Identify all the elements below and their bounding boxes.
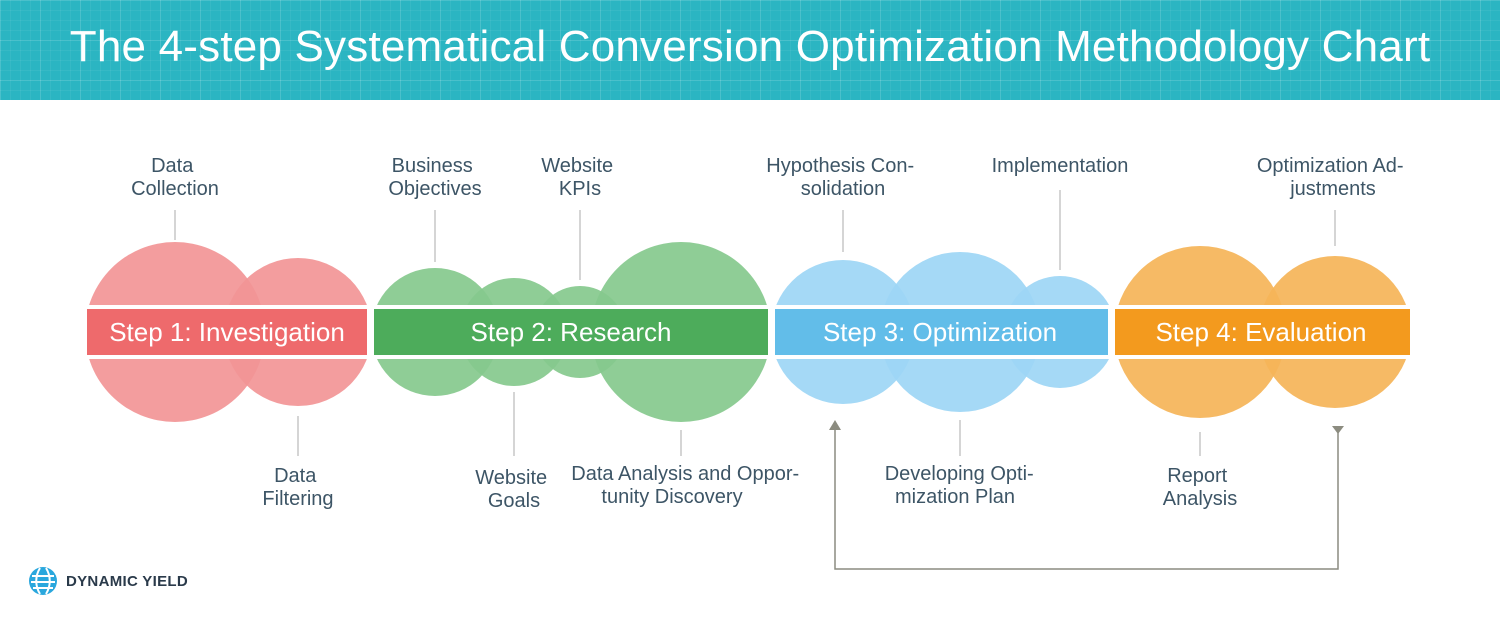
step1-bar: [87, 309, 367, 355]
step3-circles: [771, 252, 1116, 412]
header-banner: The 4-step Systematical Conversion Optim…: [0, 0, 1500, 100]
arrow-up-head: [829, 420, 841, 430]
brand-logo: DYNAMIC YIELD: [28, 566, 188, 596]
label-data-filtering: Data Filtering: [262, 465, 333, 510]
label-website-kpis: Website KPIs: [541, 155, 618, 200]
label-hypothesis: Hypothesis Con- solidation: [766, 155, 919, 200]
step4-bar: [1115, 309, 1410, 355]
step2-label: Step 2: Research: [471, 317, 672, 347]
step1-label: Step 1: Investigation: [109, 317, 345, 347]
label-optimization-adjustments: Optimization Ad- justments: [1257, 155, 1409, 200]
label-data-collection: Data Collection: [131, 155, 219, 200]
arrow-down-head: [1332, 426, 1344, 434]
step2-bar: [374, 309, 768, 355]
globe-logo-icon: [29, 567, 57, 595]
feedback-loop-arrow: [829, 420, 1344, 570]
label-business-objectives: Business Objectives: [388, 155, 481, 200]
label-report-analysis: Report Analysis: [1163, 465, 1237, 510]
step4-label: Step 4: Evaluation: [1155, 317, 1366, 347]
label-implementation: Implementation: [992, 155, 1129, 177]
step3-label: Step 3: Optimization: [823, 317, 1057, 347]
step3-bar: [775, 309, 1108, 355]
label-data-analysis: Data Analysis and Oppor- tunity Discover…: [571, 463, 804, 508]
brand-name: DYNAMIC YIELD: [66, 572, 188, 590]
connector-lines: [174, 190, 1336, 456]
label-website-goals: Website Goals: [475, 467, 552, 512]
page-title: The 4-step Systematical Conversion Optim…: [69, 22, 1431, 71]
label-developing-plan: Developing Opti- mization Plan: [885, 463, 1040, 508]
